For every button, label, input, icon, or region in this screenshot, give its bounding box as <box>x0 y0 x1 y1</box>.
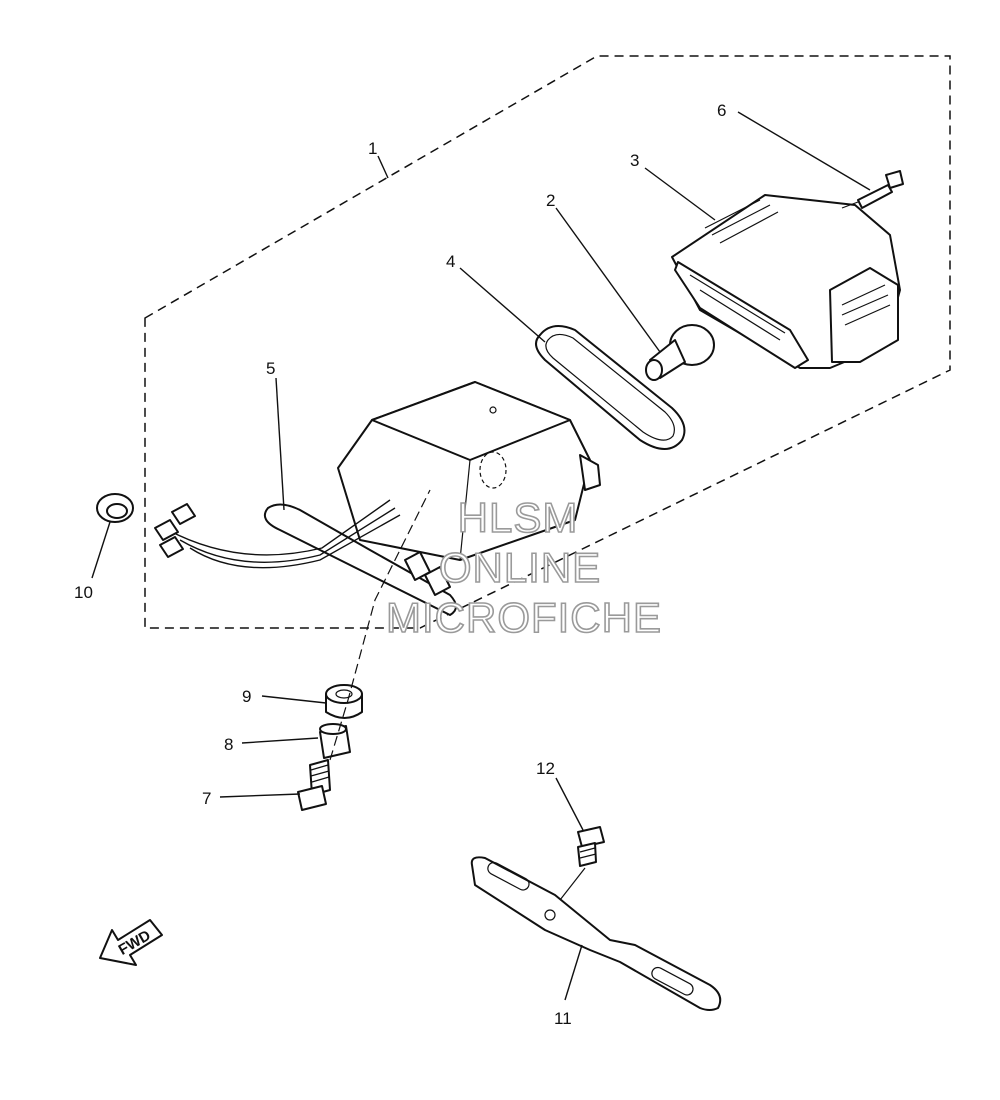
bulb-part <box>645 324 715 381</box>
forward-arrow-icon: FWD <box>99 919 163 966</box>
watermark: HLSM ONLINE MICROFICHE <box>385 493 662 642</box>
watermark-line-2: ONLINE <box>439 544 601 591</box>
bolt-part <box>297 759 331 811</box>
collar-part <box>319 723 351 759</box>
leader-1 <box>377 155 389 179</box>
wire-harness-part <box>154 499 457 616</box>
taillight-lens-part <box>671 194 901 369</box>
leader-8 <box>241 737 319 744</box>
callout-12: 12 <box>536 759 555 778</box>
leader-10 <box>91 521 111 579</box>
callout-6: 6 <box>717 101 726 120</box>
damper-part <box>325 684 363 719</box>
leader-6 <box>737 111 871 191</box>
callout-2: 2 <box>546 191 555 210</box>
leader-7 <box>219 793 301 798</box>
callout-7: 7 <box>202 789 211 808</box>
leader-4 <box>459 267 546 343</box>
leader-3 <box>644 167 716 221</box>
bracket-part <box>470 856 722 1011</box>
leader-11 <box>564 944 583 1001</box>
leader-5 <box>275 377 285 511</box>
callout-1: 1 <box>368 139 377 158</box>
watermark-line-1: HLSM <box>458 494 579 541</box>
callout-3: 3 <box>630 151 639 170</box>
bolt-axis-line <box>329 489 431 761</box>
assembly-boundary <box>144 55 951 629</box>
watermark-line-3: MICROFICHE <box>386 594 662 641</box>
callout-5: 5 <box>266 359 275 378</box>
callout-8: 8 <box>224 735 233 754</box>
callout-11: 11 <box>554 1009 572 1028</box>
leader-2 <box>555 207 661 353</box>
callout-9: 9 <box>242 687 251 706</box>
leader-12 <box>555 777 584 831</box>
callout-4: 4 <box>446 252 455 271</box>
taillight-base-part <box>337 381 601 561</box>
bracket-bolt-part <box>559 826 605 901</box>
gasket-part <box>535 325 686 450</box>
screw-part <box>841 170 904 209</box>
grommet-part <box>96 493 134 523</box>
leader-9 <box>261 695 327 704</box>
callout-10: 10 <box>74 583 93 602</box>
